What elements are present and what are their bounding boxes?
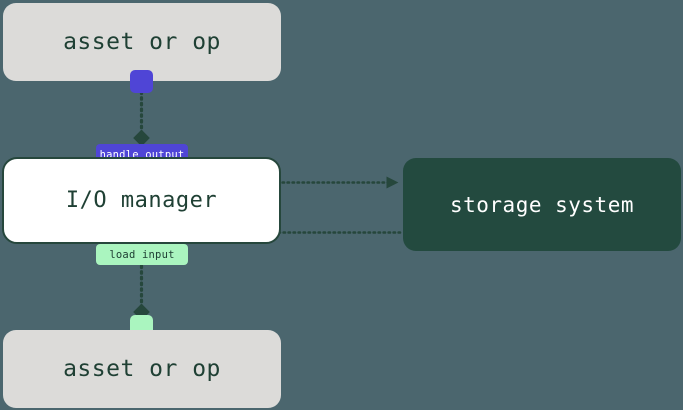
node-storage-system[interactable]: storage system [403,158,681,251]
output-port-square[interactable] [130,70,153,93]
node-asset-or-op-bottom[interactable]: asset or op [3,330,281,408]
node-label: asset or op [63,356,221,382]
node-label: asset or op [63,29,221,55]
edge-label-load-input[interactable]: load input [96,244,188,265]
node-asset-or-op-top[interactable]: asset or op [3,3,281,81]
node-label: storage system [449,192,634,217]
edge-label-text: load input [109,248,175,261]
node-io-manager[interactable]: I/O manager [2,157,281,244]
node-label: I/O manager [65,188,218,213]
